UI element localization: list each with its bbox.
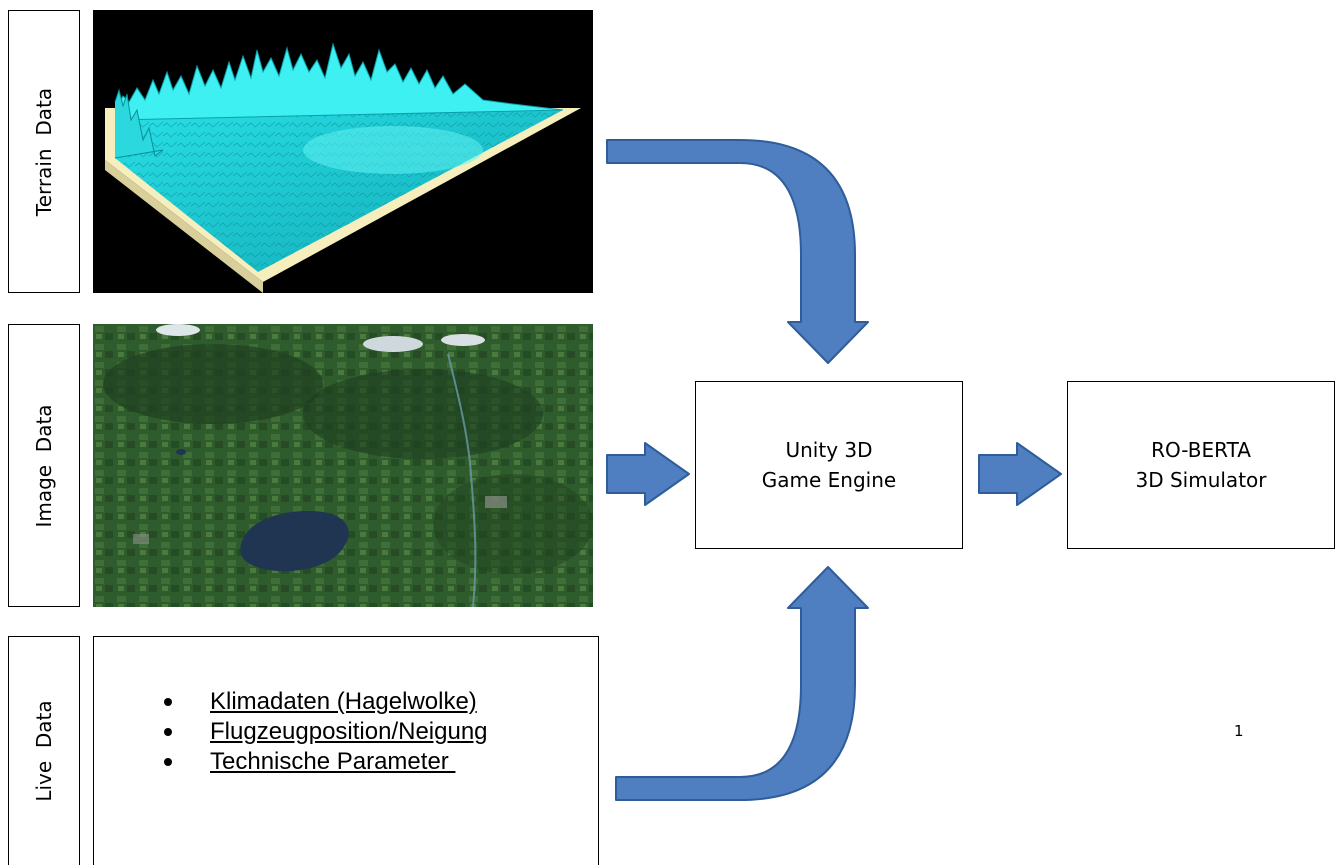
live-data-box: Klimadaten (Hagelwolke) Flugzeugposition… xyxy=(93,636,599,865)
arrow-engine-to-simulator xyxy=(978,442,1062,506)
engine-line-2: Game Engine xyxy=(761,468,897,492)
simulator-line-2: 3D Simulator xyxy=(1135,468,1267,492)
live-data-item: Technische Parameter xyxy=(164,747,488,777)
arrow-live-to-engine xyxy=(615,566,869,801)
live-data-label-box: Live Data xyxy=(8,636,80,865)
terrain-heightmap-image xyxy=(93,10,593,293)
live-data-item: Klimadaten (Hagelwolke) xyxy=(164,687,488,717)
engine-line-1: Unity 3D xyxy=(785,438,873,462)
arrow-terrain-to-engine xyxy=(606,139,869,364)
simulator-line-1: RO-BERTA xyxy=(1151,438,1251,462)
satellite-image xyxy=(93,324,593,607)
live-data-list: Klimadaten (Hagelwolke) Flugzeugposition… xyxy=(164,687,488,777)
page-number: 1 xyxy=(1234,722,1244,740)
live-data-item: Flugzeugposition/Neigung xyxy=(164,717,488,747)
ro-berta-simulator-box: RO-BERTA 3D Simulator xyxy=(1067,381,1335,549)
image-data-label-box: Image Data xyxy=(8,324,80,607)
unity-game-engine-box: Unity 3D Game Engine xyxy=(695,381,963,549)
arrow-image-to-engine xyxy=(606,442,690,506)
terrain-data-label-box: Terrain Data xyxy=(8,10,80,293)
